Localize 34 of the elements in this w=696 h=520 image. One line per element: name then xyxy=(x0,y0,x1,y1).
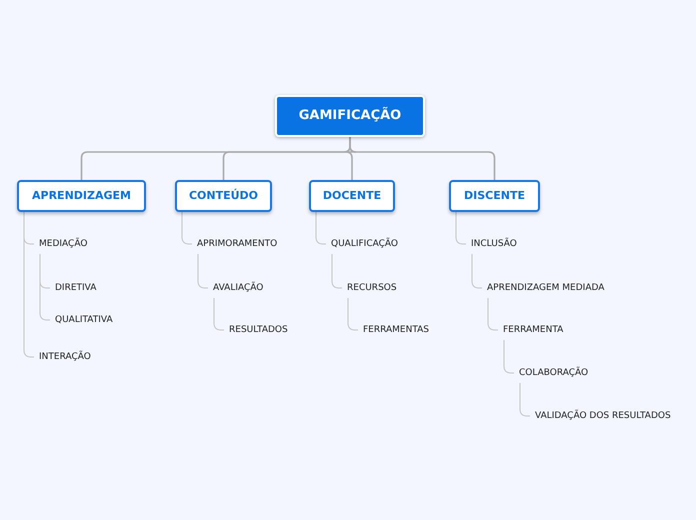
subtopic-text: COLABORAÇÃO xyxy=(519,366,588,380)
root-topic-box: GAMIFICAÇÃO xyxy=(275,95,425,137)
topic-box: APRENDIZAGEM xyxy=(17,180,146,212)
connector-line xyxy=(198,254,208,288)
topic-box: DISCENTE xyxy=(449,180,540,212)
connector-line xyxy=(40,254,50,320)
subtopic-text: APRENDIZAGEM MEDIADA xyxy=(487,281,604,295)
connector-line xyxy=(24,212,34,358)
subtopic-text: RECURSOS xyxy=(347,281,397,295)
connector-line xyxy=(316,212,326,244)
subtopic-text: DIRETIVA xyxy=(55,281,96,295)
subtopic-text: INCLUSÃO xyxy=(471,237,517,251)
subtopic-text: INTERAÇÃO xyxy=(39,350,91,364)
connector-line xyxy=(520,382,530,416)
connector-line xyxy=(349,137,496,180)
connector-line xyxy=(504,340,514,374)
connector-line xyxy=(456,212,466,244)
subtopic-text: QUALIFICAÇÃO xyxy=(331,237,398,251)
subtopic-text: FERRAMENTA xyxy=(503,323,564,337)
connector-line xyxy=(182,212,192,244)
topic-box: CONTEÚDO xyxy=(175,180,272,212)
connector-line xyxy=(472,254,482,288)
connector-line xyxy=(214,298,224,330)
subtopic-text: VALIDAÇÃO DOS RESULTADOS xyxy=(535,409,671,423)
connector-line xyxy=(488,298,498,330)
subtopic-text: APRIMORAMENTO xyxy=(197,237,278,251)
subtopic-text: RESULTADOS xyxy=(229,323,288,337)
topic-box: DOCENTE xyxy=(309,180,395,212)
subtopic-text: MEDIAÇÃO xyxy=(39,237,88,251)
subtopic-text: QUALITATIVA xyxy=(55,313,113,327)
connector-line xyxy=(348,298,358,330)
subtopic-text: AVALIAÇÃO xyxy=(213,281,264,295)
connector-line xyxy=(332,254,342,288)
subtopic-text: FERRAMENTAS xyxy=(363,323,430,337)
